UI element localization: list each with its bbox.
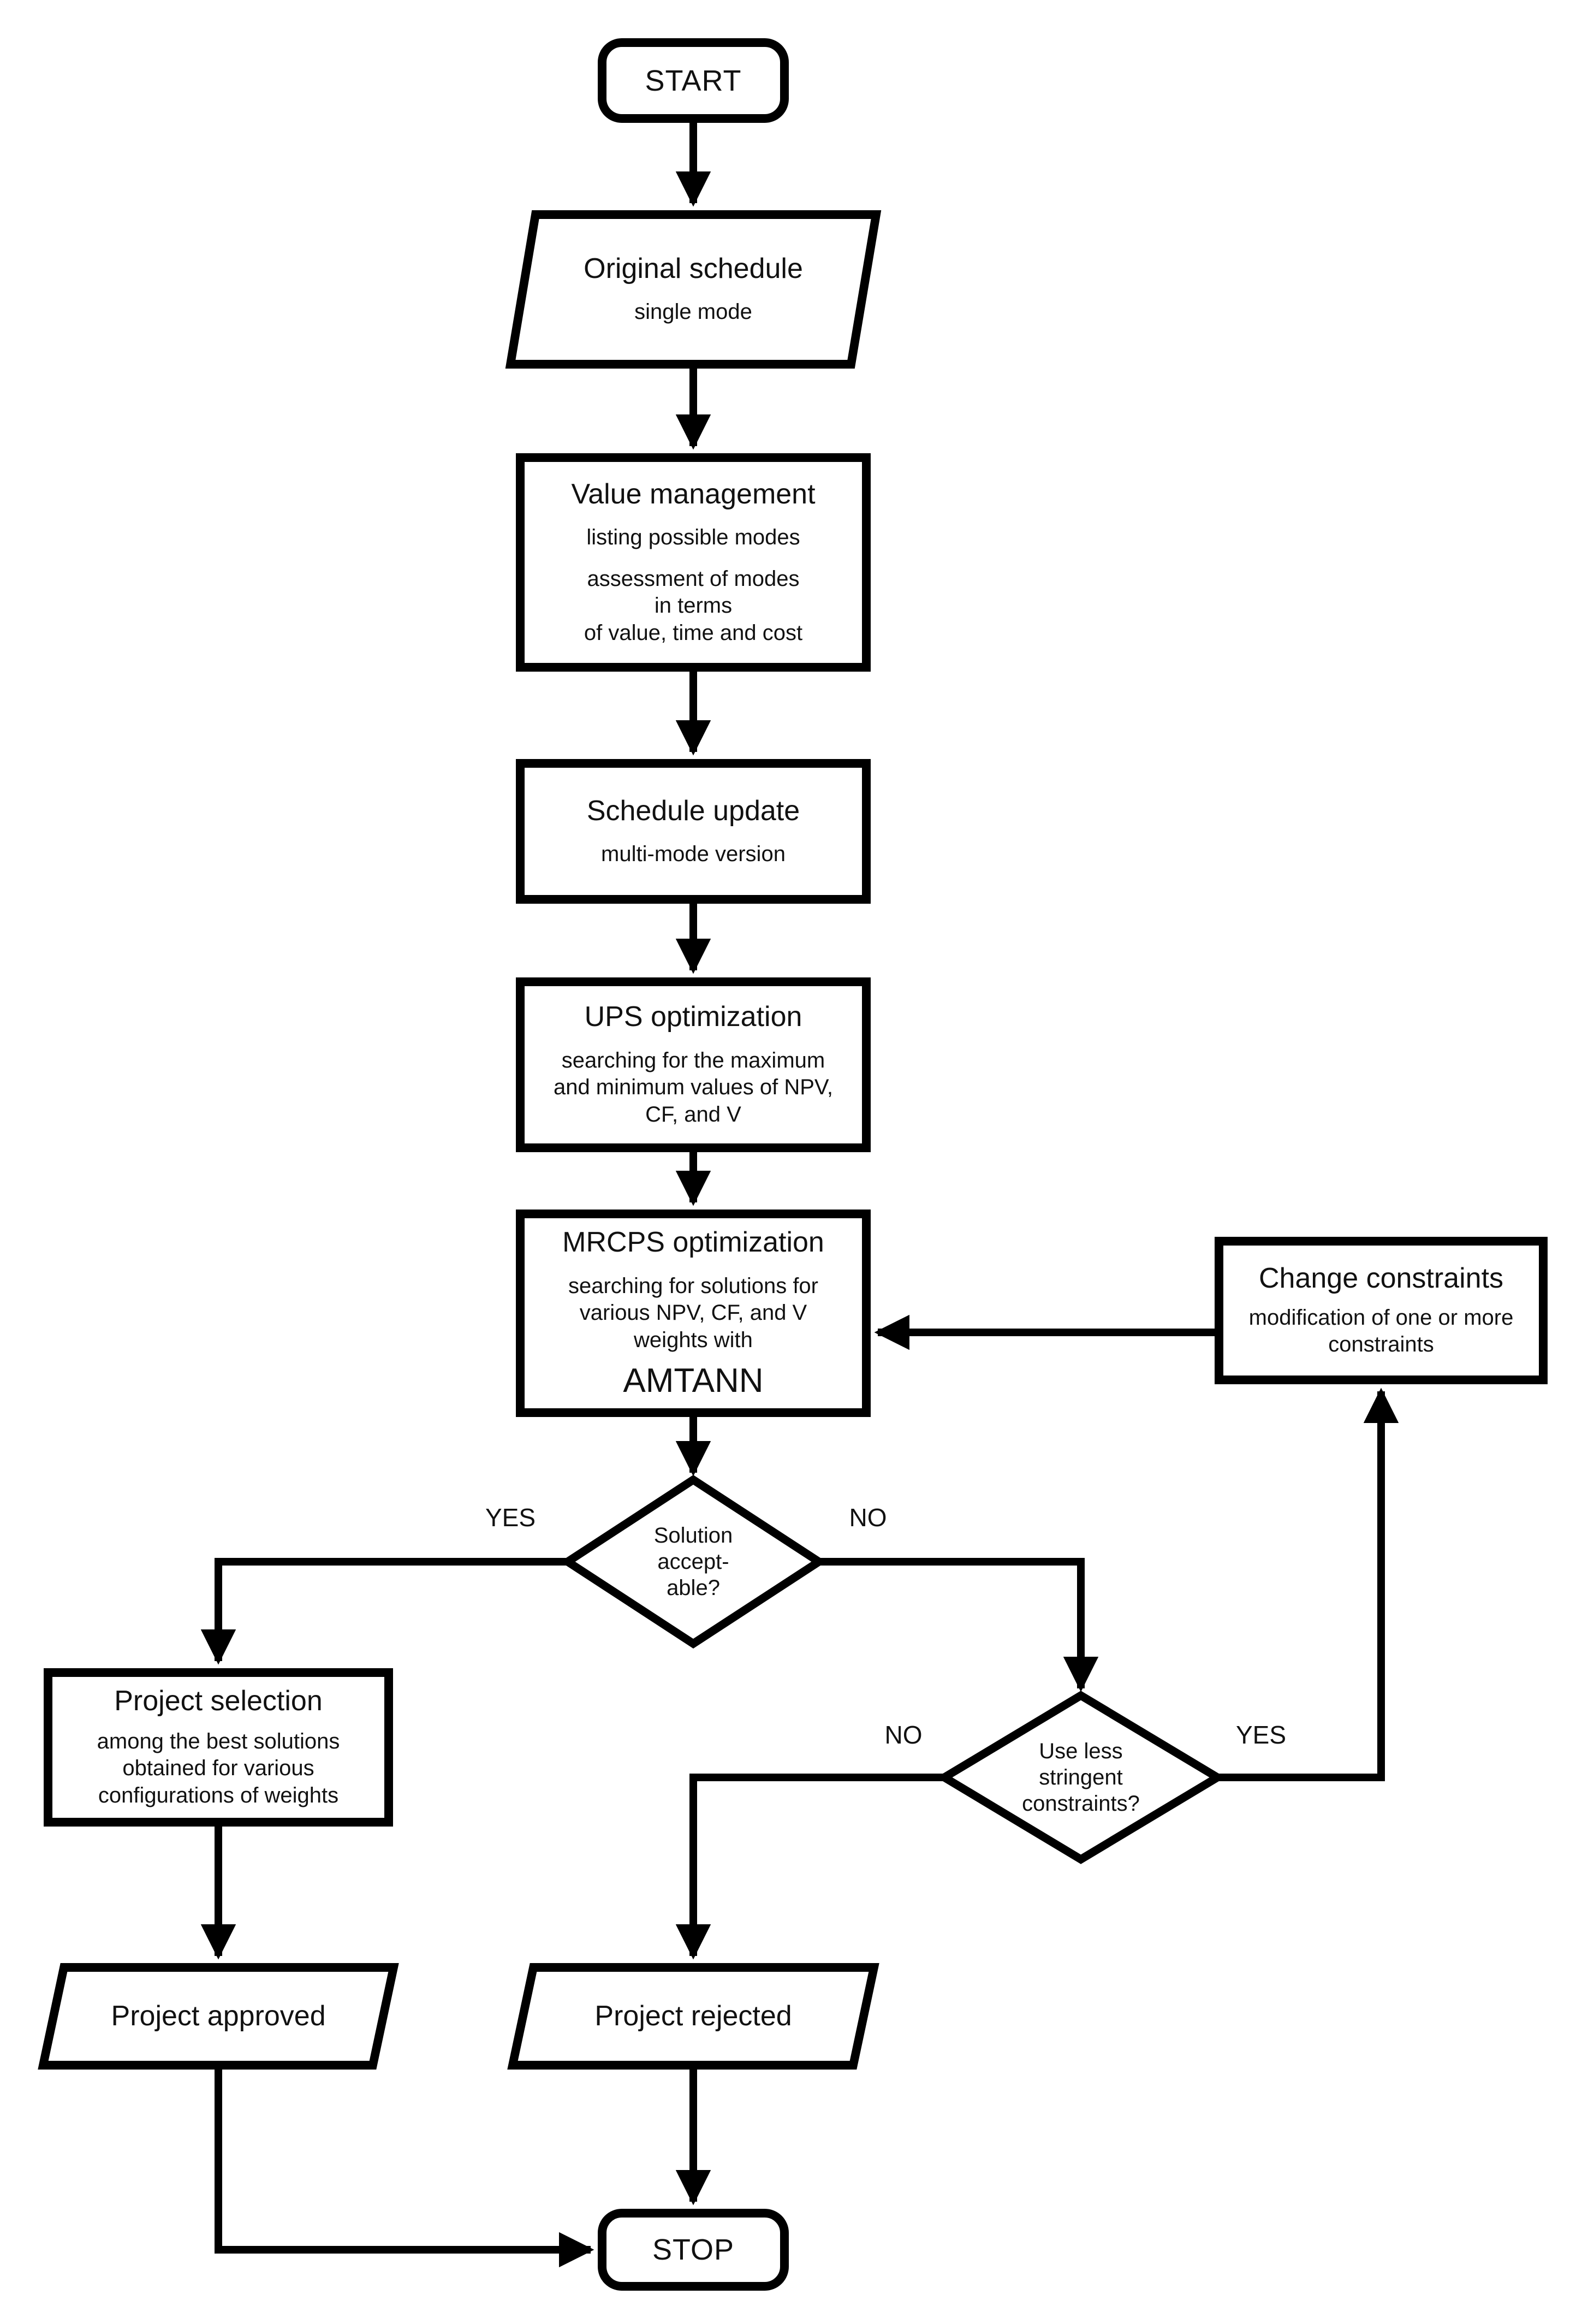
stop-label: STOP xyxy=(652,2233,735,2266)
value-management-step: Value management listing possible modes … xyxy=(516,453,871,672)
change-constraints-subtitle: modification of one or more constraints xyxy=(1248,1305,1514,1357)
label-solution-yes: YES xyxy=(485,1503,536,1532)
value-management-title: Value management xyxy=(571,478,816,510)
edge-solution-no-to-stringent-decision xyxy=(819,1558,1099,1692)
mrcps-optimization-title: MRCPS optimization xyxy=(562,1226,824,1259)
label-solution-no: NO xyxy=(849,1503,887,1532)
original-schedule-subtitle: single mode xyxy=(634,300,752,324)
project-selection-title: Project selection xyxy=(114,1685,323,1717)
edge-solution-yes-to-project-selection xyxy=(200,1558,568,1665)
project-rejected-io: Project rejected xyxy=(507,1963,879,2070)
edge-project-approved-to-stop xyxy=(215,2070,594,2268)
start-label: START xyxy=(645,64,742,97)
project-selection-subtitle: among the best solutions obtained for va… xyxy=(97,1729,340,1807)
schedule-update-step: Schedule update multi-mode version xyxy=(516,759,871,904)
decision-solution-acceptable-label: Solution accept- able? xyxy=(653,1523,733,1600)
schedule-update-title: Schedule update xyxy=(586,795,800,827)
label-stringent-yes: YES xyxy=(1235,1721,1287,1749)
project-approved-label: Project approved xyxy=(111,2000,326,2032)
project-selection-step: Project selection among the best solutio… xyxy=(44,1668,393,1827)
schedule-update-subtitle: multi-mode version xyxy=(601,841,786,866)
label-stringent-no: NO xyxy=(884,1721,923,1749)
mrcps-optimization-subtitle: searching for solutions for various NPV,… xyxy=(568,1273,818,1352)
ups-optimization-title: UPS optimization xyxy=(584,1001,802,1033)
change-constraints-title: Change constraints xyxy=(1258,1262,1504,1295)
ups-optimization-step: UPS optimization searching for the maxim… xyxy=(516,977,871,1152)
change-constraints-step: Change constraints modification of one o… xyxy=(1215,1237,1548,1384)
original-schedule-io: Original schedule single mode xyxy=(505,210,882,369)
project-rejected-label: Project rejected xyxy=(594,2000,792,2032)
decision-use-less-stringent-label: Use less stringent constraints? xyxy=(1022,1739,1140,1816)
start-terminal: START xyxy=(598,38,789,123)
mrcps-method-label: AMTANN xyxy=(623,1362,764,1400)
ups-optimization-subtitle: searching for the maximum and minimum va… xyxy=(553,1048,834,1127)
edge-stringent-no-to-project-rejected xyxy=(675,1774,944,1960)
value-management-sub1: listing possible modes xyxy=(586,525,800,549)
value-management-sub2: assessment of modes in terms of value, t… xyxy=(584,566,803,645)
stop-terminal: STOP xyxy=(598,2209,789,2291)
decision-solution-acceptable-shape xyxy=(560,1475,826,1649)
decision-use-less-stringent-shape xyxy=(936,1691,1226,1864)
original-schedule-title: Original schedule xyxy=(584,253,803,285)
mrcps-optimization-step: MRCPS optimization searching for solutio… xyxy=(516,1210,871,1417)
edge-stringent-yes-to-change-constraints xyxy=(1217,1388,1399,1781)
project-approved-io: Project approved xyxy=(38,1963,399,2070)
